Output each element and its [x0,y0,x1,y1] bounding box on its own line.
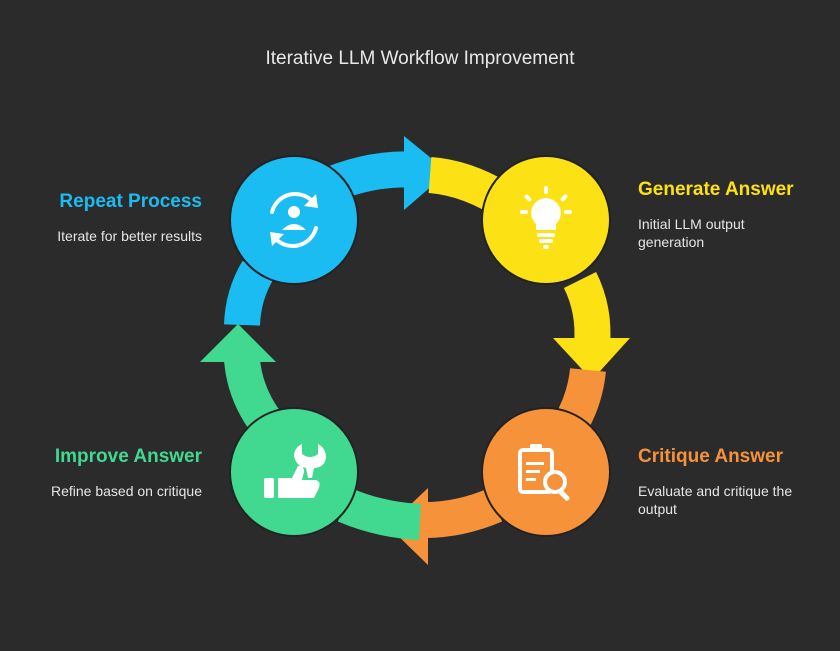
step-label-generate: Generate Answer Initial LLM output gener… [638,179,833,251]
step-label-improve: Improve Answer Refine based on critique [20,446,202,500]
clipboard-search-icon [518,444,570,501]
step-desc-repeat: Iterate for better results [57,228,202,244]
diagram-title: Iterative LLM Workflow Improvement [265,48,575,69]
step-title-critique: Critique Answer [638,446,783,467]
step-desc-critique: Evaluate and critique the output [638,483,793,517]
wrench-thumbs-up-icon [264,444,326,498]
step-title-repeat: Repeat Process [59,191,202,212]
arrowhead-repeat-to-generate [404,136,448,210]
arrowhead-generate-to-critique [553,338,630,380]
node-generate [481,155,611,285]
step-title-generate: Generate Answer [638,179,794,200]
arc-repeat-tail [224,260,274,327]
arrowhead-improve-to-repeat [200,324,276,362]
node-repeat [229,155,359,285]
step-label-critique: Critique Answer Evaluate and critique th… [638,446,833,518]
step-desc-improve: Refine based on critique [51,483,202,499]
node-critique [481,407,611,537]
arc-generate-to-critique-2 [563,271,611,347]
node-improve [229,407,359,537]
arc-critique-to-improve-2 [424,488,503,538]
step-desc-generate: Initial LLM output generation [638,216,745,250]
step-label-repeat: Repeat Process Iterate for better result… [20,191,202,245]
step-title-improve: Improve Answer [54,446,202,467]
arc-improve-to-repeat [337,488,422,540]
refresh-user-icon [270,192,318,248]
lightbulb-icon [520,186,572,249]
